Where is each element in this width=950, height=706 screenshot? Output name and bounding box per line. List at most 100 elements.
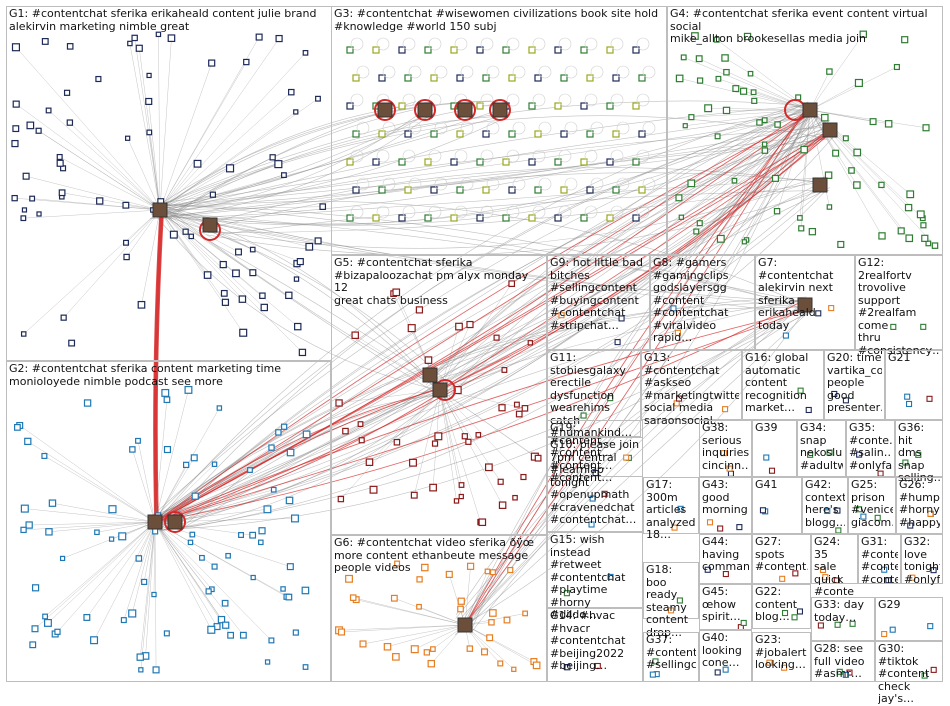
node-g4 [825, 172, 831, 178]
node-small-group [882, 567, 887, 572]
node-small-group [922, 673, 927, 678]
node-g5 [459, 483, 464, 488]
edge [45, 522, 155, 616]
node-g1 [315, 238, 321, 244]
node-g2 [223, 622, 229, 628]
node-selfloop [507, 38, 519, 50]
edge [24, 210, 160, 334]
node-g1 [244, 59, 249, 64]
node-g4 [902, 37, 908, 43]
node-g4 [689, 115, 694, 120]
node-small-group [861, 514, 866, 519]
node-small-group [886, 578, 891, 583]
node-small-group [835, 622, 840, 627]
node-small-group [715, 670, 720, 675]
node-small-group [780, 576, 785, 581]
node-g1 [306, 243, 313, 250]
node-small-group [559, 313, 564, 318]
node-g4 [879, 233, 885, 239]
node-g2 [153, 529, 158, 534]
hub-avatar-node [458, 103, 472, 117]
node-g5 [336, 400, 342, 406]
node-g2 [251, 575, 255, 579]
node-small-group [903, 460, 908, 465]
node-g2 [191, 455, 197, 461]
node-selfloop [461, 66, 473, 78]
node-g6 [512, 667, 516, 671]
node-selfloop [481, 150, 493, 162]
node-g2 [188, 540, 192, 544]
edge [26, 176, 160, 210]
node-g4 [798, 216, 803, 221]
node-small-group [608, 396, 613, 401]
node-g2 [164, 631, 169, 636]
node-g4 [796, 95, 801, 100]
node-g2 [109, 506, 116, 513]
edge [24, 522, 155, 530]
node-g6 [458, 606, 464, 612]
node-selfloop [513, 122, 525, 134]
node-g4 [717, 235, 724, 242]
node-g5 [535, 455, 541, 461]
node-small-group [677, 396, 682, 401]
node-small-group [718, 526, 723, 531]
node-g1 [294, 277, 298, 281]
node-g1 [13, 101, 19, 107]
node-g5 [499, 405, 505, 411]
node-g4 [744, 33, 750, 39]
node-selfloop [351, 38, 363, 50]
node-g2 [55, 629, 60, 634]
node-g6 [458, 598, 464, 604]
node-g1 [320, 204, 325, 209]
node-selfloop [565, 66, 577, 78]
edge [160, 53, 305, 210]
hub-avatar-node [153, 203, 167, 217]
node-small-group [707, 520, 712, 525]
node-g6 [411, 646, 418, 653]
node-g6 [424, 650, 429, 655]
edge [159, 299, 799, 530]
node-selfloop [611, 38, 623, 50]
edge [168, 191, 823, 529]
node-g5 [408, 325, 415, 332]
node-g5 [343, 428, 348, 433]
node-g2 [121, 618, 126, 623]
node-small-group [653, 659, 658, 664]
node-g1 [13, 44, 20, 51]
node-g1 [299, 349, 305, 355]
node-g4 [688, 180, 695, 187]
node-g4 [748, 71, 752, 75]
node-small-group [825, 508, 830, 513]
edge [62, 193, 160, 210]
node-g2 [142, 579, 147, 584]
node-g4 [751, 90, 756, 95]
node-g1 [221, 291, 227, 297]
node-selfloop [429, 150, 441, 162]
hub-avatar-node [378, 103, 392, 117]
node-g5 [425, 357, 431, 363]
node-g4 [732, 178, 736, 182]
node-g4 [723, 107, 729, 113]
node-small-group [818, 623, 823, 628]
node-selfloop [611, 94, 623, 106]
node-selfloop [637, 38, 649, 50]
node-selfloop [429, 38, 441, 50]
node-g4 [907, 191, 914, 198]
edge [57, 522, 155, 632]
node-small-group [589, 522, 594, 527]
node-selfloop [559, 150, 571, 162]
node-g2 [33, 585, 39, 591]
edge [160, 164, 278, 210]
node-g2 [153, 667, 159, 673]
node-selfloop [455, 38, 467, 50]
node-g4 [906, 205, 912, 211]
node-g6 [482, 649, 488, 655]
node-g4 [922, 235, 928, 241]
node-selfloop [585, 38, 597, 50]
node-g2 [84, 615, 90, 621]
node-g1 [57, 160, 63, 166]
node-g1 [146, 99, 152, 105]
edge [810, 67, 897, 110]
node-small-group [792, 615, 797, 620]
node-selfloop [487, 66, 499, 78]
